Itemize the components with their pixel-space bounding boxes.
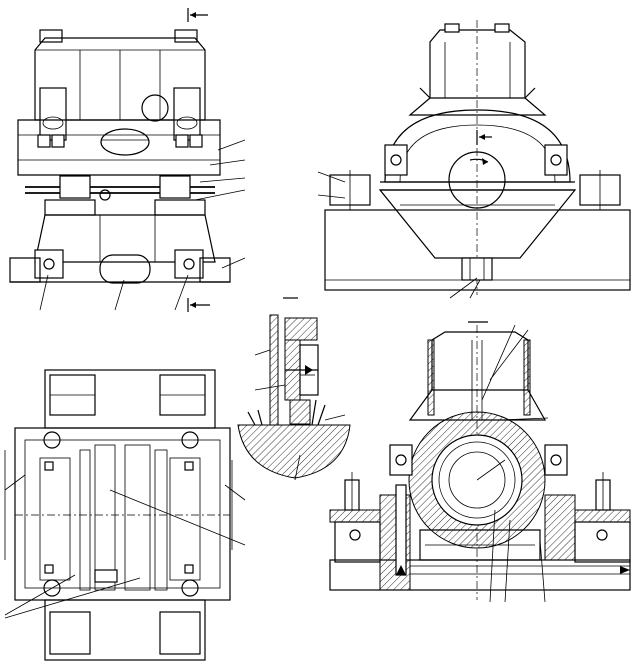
side-elevation-view xyxy=(317,20,631,299)
plan-view xyxy=(4,369,246,661)
section-view xyxy=(329,321,631,603)
detail-view xyxy=(237,297,351,481)
front-elevation-view xyxy=(9,8,246,312)
